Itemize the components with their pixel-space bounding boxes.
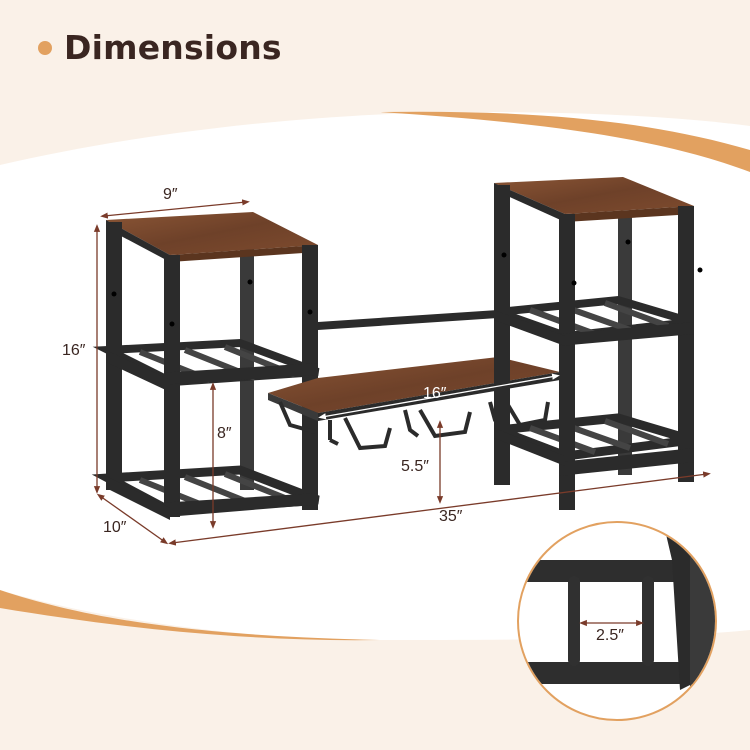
dim-label-depth: 10″: [103, 519, 127, 536]
top-accent-swoosh: [380, 111, 750, 172]
inset-label-rod-spacing: 2.5″: [596, 627, 624, 644]
bottom-accent-swoosh: [0, 590, 380, 641]
dim-label-shelf-spacing: 8″: [217, 425, 232, 442]
dim-label-clearance: 5.5″: [401, 458, 429, 475]
page-title: Dimensions: [64, 28, 282, 67]
dim-10in-line: [96, 493, 169, 545]
dimension-lines: [93, 199, 711, 546]
dim-16in-shelf-line: [318, 373, 560, 420]
dot-bullet-icon: [38, 40, 52, 55]
rod-spacing-inset: [517, 521, 717, 721]
title-row: Dimensions: [38, 28, 282, 67]
right-top-wood: [494, 177, 694, 214]
left-tower: [91, 212, 320, 520]
dim-label-top-width: 9″: [163, 186, 178, 203]
dim-label-center-shelf: 16″: [423, 385, 447, 402]
dim-9in-line: [100, 199, 250, 219]
dim-label-total-length: 35″: [439, 508, 463, 525]
right-tower: [494, 177, 703, 510]
dim-35in-line: [168, 471, 711, 546]
dim-label-height: 16″: [62, 342, 86, 359]
left-top-wood: [106, 212, 318, 255]
